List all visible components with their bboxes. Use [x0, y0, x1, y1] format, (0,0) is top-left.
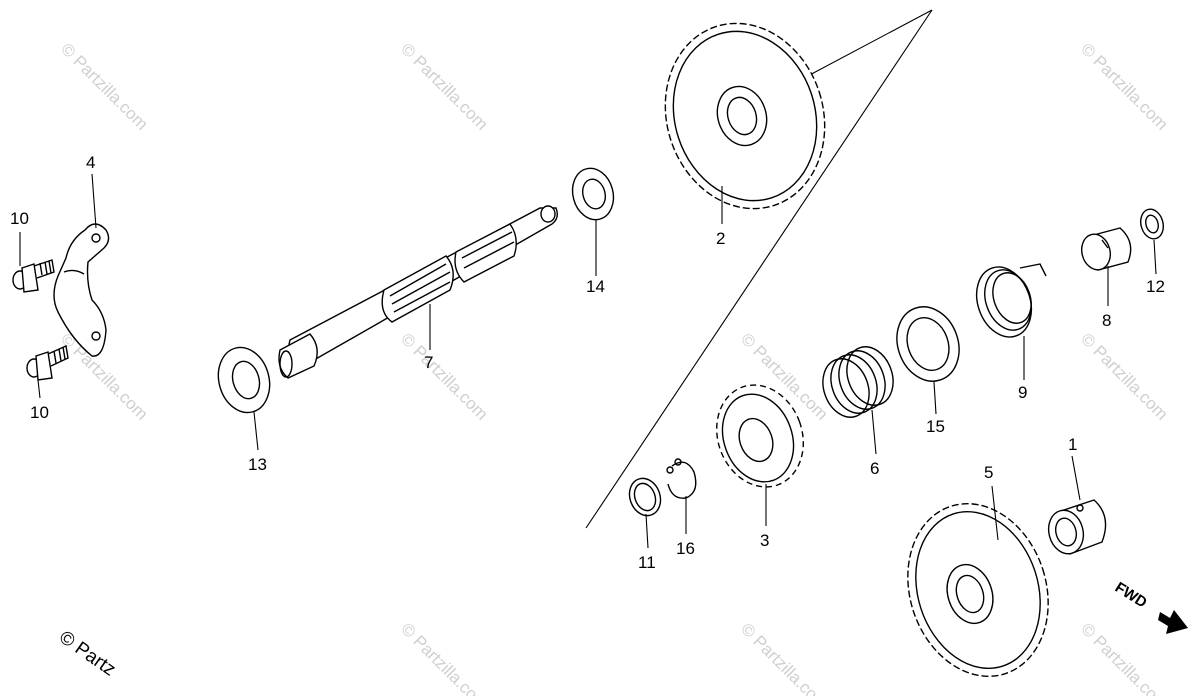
- plate-part-4: [53, 223, 110, 357]
- ratchet-part-3: [716, 384, 804, 488]
- circlip-part-11: [628, 477, 662, 517]
- spring-part-9: [975, 263, 1047, 338]
- part-label-5: 5: [984, 463, 993, 482]
- part-label-8: 8: [1102, 311, 1111, 330]
- part-label-13: 13: [248, 455, 267, 474]
- part-label-3: 3: [760, 531, 769, 550]
- part-label-10-upper: 10: [10, 209, 29, 228]
- collar-part-8: [1080, 227, 1132, 271]
- gear-part-5: [907, 503, 1049, 677]
- spring-part-6: [822, 346, 894, 418]
- copyright-text: © Partz: [55, 627, 119, 681]
- snap-ring-part-16: [666, 458, 697, 499]
- watermark: © Partzilla.com: [1077, 619, 1171, 696]
- part-label-7: 7: [424, 353, 433, 372]
- washer-part-14: [571, 167, 615, 221]
- fwd-indicator: FWD: [1112, 579, 1188, 634]
- watermark: © Partzilla.com: [397, 39, 491, 133]
- part-label-15: 15: [926, 417, 945, 436]
- bushing-part-1: [1047, 499, 1107, 555]
- part-label-10-lower: 10: [30, 403, 49, 422]
- part-labels: 1 2 3 4 5 6 7 8 9 10 10 11 12 13 14 15 1…: [10, 153, 1165, 572]
- washer-part-13: [217, 346, 271, 414]
- watermark: © Partzilla.com: [1077, 39, 1171, 133]
- part-label-16: 16: [676, 539, 695, 558]
- assembly-bracket: [585, 9, 933, 529]
- washer-part-12: [1139, 208, 1165, 240]
- fwd-label: FWD: [1112, 579, 1150, 612]
- part-label-11: 11: [638, 553, 656, 572]
- leader-lines: [19, 173, 1157, 549]
- gear-part-2: [664, 22, 826, 210]
- watermark: © Partzilla.com: [1077, 329, 1171, 423]
- watermark: © Partzilla.com: [397, 619, 491, 696]
- watermark: © Partzilla.com: [57, 39, 151, 133]
- part-label-6: 6: [870, 459, 879, 478]
- bolt-part-10-lower: [26, 344, 69, 381]
- part-label-2: 2: [716, 229, 725, 248]
- part-label-14: 14: [586, 277, 605, 296]
- watermark: © Partzilla.com: [397, 329, 491, 423]
- watermark: © Partzilla.com: [737, 619, 831, 696]
- bolt-part-10-upper: [12, 259, 55, 293]
- washer-part-15: [896, 306, 960, 382]
- part-label-12: 12: [1146, 277, 1165, 296]
- fwd-arrow-icon: [1158, 610, 1188, 634]
- part-label-4: 4: [86, 153, 95, 172]
- part-label-9: 9: [1018, 383, 1027, 402]
- part-label-1: 1: [1068, 435, 1077, 454]
- shaft-part-7: [278, 205, 559, 379]
